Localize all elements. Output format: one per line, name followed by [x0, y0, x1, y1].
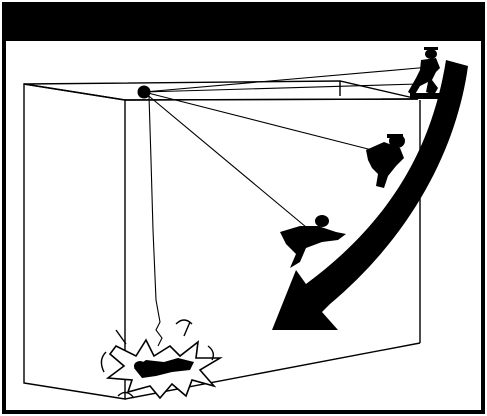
worker-swinging-upper: [366, 134, 405, 188]
worker-swinging-lower: [280, 215, 346, 268]
lifelines: [143, 66, 431, 347]
lifeline-low: [143, 91, 313, 233]
lifeline-mid: [143, 91, 373, 151]
lifeline-upper: [143, 66, 431, 93]
worker-on-edge: [408, 47, 440, 99]
swing-arrow: [272, 60, 468, 330]
lifeline-to-edge: [143, 83, 419, 93]
header-bar: [4, 4, 483, 41]
worker-impact: [105, 338, 223, 400]
impact-lines: [100, 319, 215, 399]
lifeline-to-impact: [148, 95, 163, 347]
